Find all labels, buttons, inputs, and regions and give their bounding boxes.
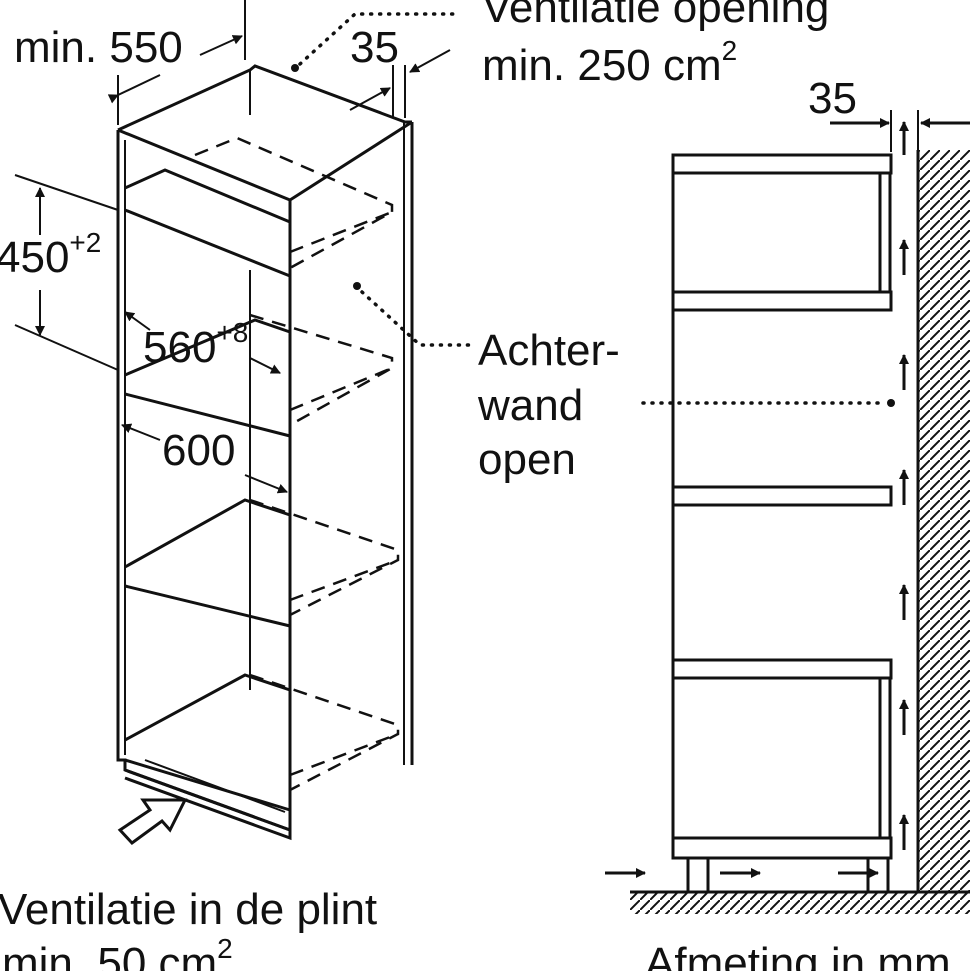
cabinet-isometric <box>116 64 414 846</box>
label-plinth: Ventilatie in de plint min. 50 cm2 <box>0 885 377 971</box>
label-units: Afmeting in mm <box>645 939 951 971</box>
label-niche-height: 450 <box>0 233 69 282</box>
dim-depth: min. 550 <box>14 0 246 125</box>
dim-niche-width: 560+8 <box>124 311 281 374</box>
cabinet-section: 35 <box>605 74 970 914</box>
label-niche-height-tol: +2 <box>69 227 101 258</box>
label-back-open-1: Achter- <box>478 326 620 375</box>
svg-text:560+8: 560+8 <box>143 317 248 372</box>
svg-text:min. 250 cm2: min. 250 cm2 <box>482 35 737 90</box>
label-plinth-2: min. 50 cm <box>2 939 217 971</box>
label-plinth-1: Ventilatie in de plint <box>0 885 377 934</box>
svg-text:min. 50 cm2: min. 50 cm2 <box>2 933 233 971</box>
label-plinth-sup: 2 <box>217 933 233 964</box>
callout-ventilation-top: Ventilatie opening min. 250 cm2 <box>291 0 829 90</box>
label-ventilation-top-sup: 2 <box>722 35 738 66</box>
label-gap-top: 35 <box>350 23 399 72</box>
label-ventilation-top-2: min. 250 cm <box>482 41 722 90</box>
label-back-open-3: open <box>478 435 576 484</box>
label-niche-width-tol: +8 <box>216 317 248 348</box>
dim-niche-height: 450+2 <box>0 174 119 371</box>
label-gap-side: 35 <box>808 74 857 123</box>
label-depth-min: min. 550 <box>14 23 183 72</box>
callout-back-open: Achter- wand open <box>353 282 895 484</box>
svg-text:450+2: 450+2 <box>0 227 101 282</box>
label-ventilation-top-1: Ventilatie opening <box>482 0 829 32</box>
label-niche-width: 560 <box>143 323 216 372</box>
label-cabinet-width: 600 <box>162 426 235 475</box>
label-back-open-2: wand <box>477 381 583 430</box>
dim-cabinet-width: 600 <box>121 423 288 494</box>
dim-gap-top: 35 <box>349 23 451 118</box>
